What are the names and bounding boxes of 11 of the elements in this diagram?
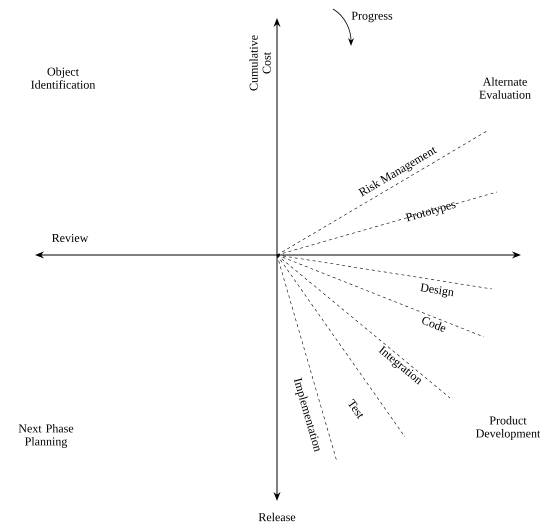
axis-label: Cumulative Cost <box>249 35 271 90</box>
axis-label: Review <box>52 234 88 242</box>
quadrant-label: Object Identification <box>31 67 96 89</box>
line-label: Code <box>422 317 446 332</box>
axis-label: Release <box>258 512 296 522</box>
quadrant-label: Alternate Evaluation <box>479 77 531 99</box>
quadrant-label: Product Development <box>476 416 540 440</box>
line-label: Design <box>420 283 454 298</box>
quadrant-label: Next Phase Planning <box>18 424 74 448</box>
progress-label: Progress <box>352 12 392 22</box>
line-label: Prototypes <box>405 202 456 222</box>
